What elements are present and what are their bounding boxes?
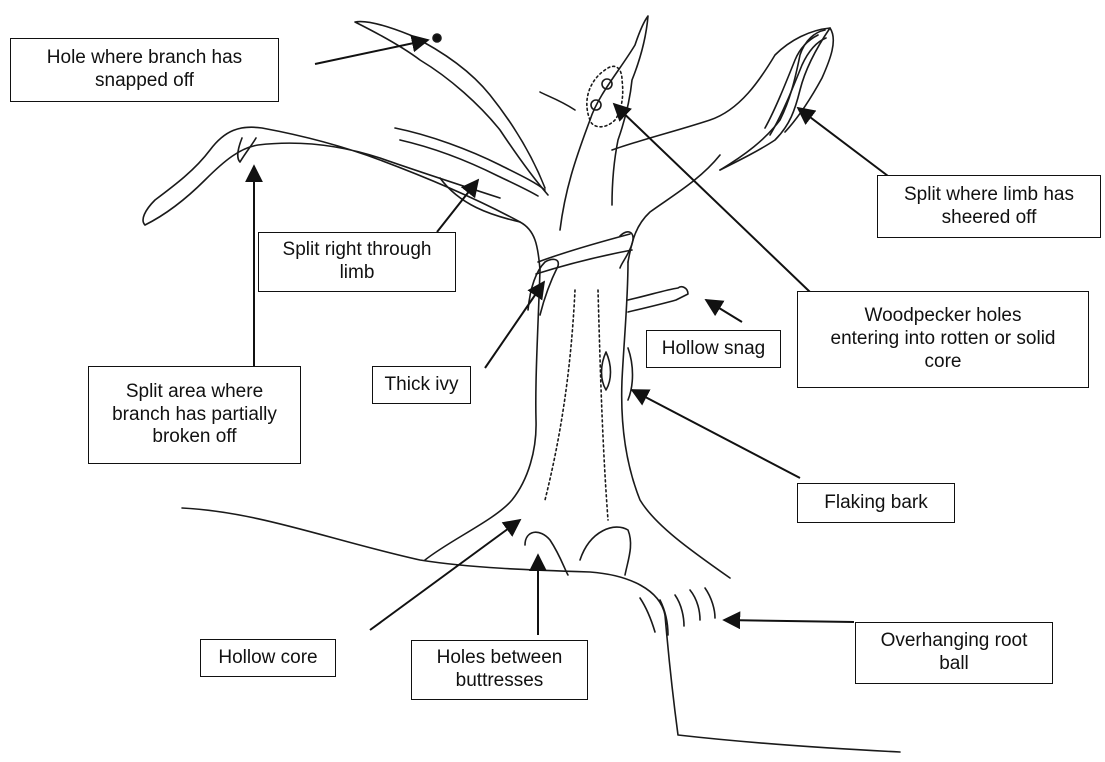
- label-hollow-core: Hollow core: [200, 639, 336, 677]
- branch-top-left: [355, 22, 548, 195]
- arrow-woodpecker: [614, 104, 810, 292]
- branch-left-split: [238, 138, 256, 162]
- flaking-bark-1: [602, 352, 611, 390]
- branch-left: [143, 127, 520, 225]
- arrow-thick-ivy: [485, 282, 544, 368]
- label-woodpecker-holes: Woodpecker holes entering into rotten or…: [797, 291, 1089, 388]
- ivy-wrap: [528, 259, 558, 315]
- limb-sheered-split-1: [765, 35, 818, 128]
- ivy-band-1: [538, 234, 630, 262]
- root-ball: [640, 588, 715, 635]
- label-split-sheered: Split where limb has sheered off: [877, 175, 1101, 238]
- ivy-band-2: [536, 250, 632, 274]
- arrow-split-sheered: [798, 108, 888, 176]
- crown-center-2: [612, 28, 830, 170]
- label-holes-buttresses: Holes between buttresses: [411, 640, 588, 700]
- arrow-hollow-core: [370, 520, 520, 630]
- arrow-overhanging-root: [724, 620, 854, 622]
- arrow-hole-snapped: [315, 40, 428, 64]
- ground-line: [182, 508, 665, 615]
- buttress-hole-left: [525, 532, 568, 575]
- flaking-bark-2: [628, 348, 633, 400]
- buttress-hole-right: [580, 527, 631, 575]
- arrow-hollow-snag: [706, 300, 742, 322]
- label-split-area-partial: Split area where branch has partially br…: [88, 366, 301, 464]
- label-overhanging-root: Overhanging root ball: [855, 622, 1053, 684]
- label-split-right-through: Split right through limb: [258, 232, 456, 292]
- hollow-core-line-2: [598, 290, 608, 520]
- label-hole-snapped: Hole where branch has snapped off: [10, 38, 279, 102]
- label-hollow-snag: Hollow snag: [646, 330, 781, 368]
- trunk-upper-right: [628, 155, 720, 262]
- hollow-core-line-1: [545, 290, 575, 500]
- hollow-snag: [628, 287, 688, 312]
- woodpecker-zone: [587, 66, 623, 126]
- label-thick-ivy: Thick ivy: [372, 366, 471, 404]
- label-flaking-bark: Flaking bark: [797, 483, 955, 523]
- limb-split-1: [395, 128, 545, 190]
- crown-inner-left: [540, 92, 575, 110]
- arrow-flaking-bark: [632, 390, 800, 478]
- branch-hole: [433, 34, 441, 42]
